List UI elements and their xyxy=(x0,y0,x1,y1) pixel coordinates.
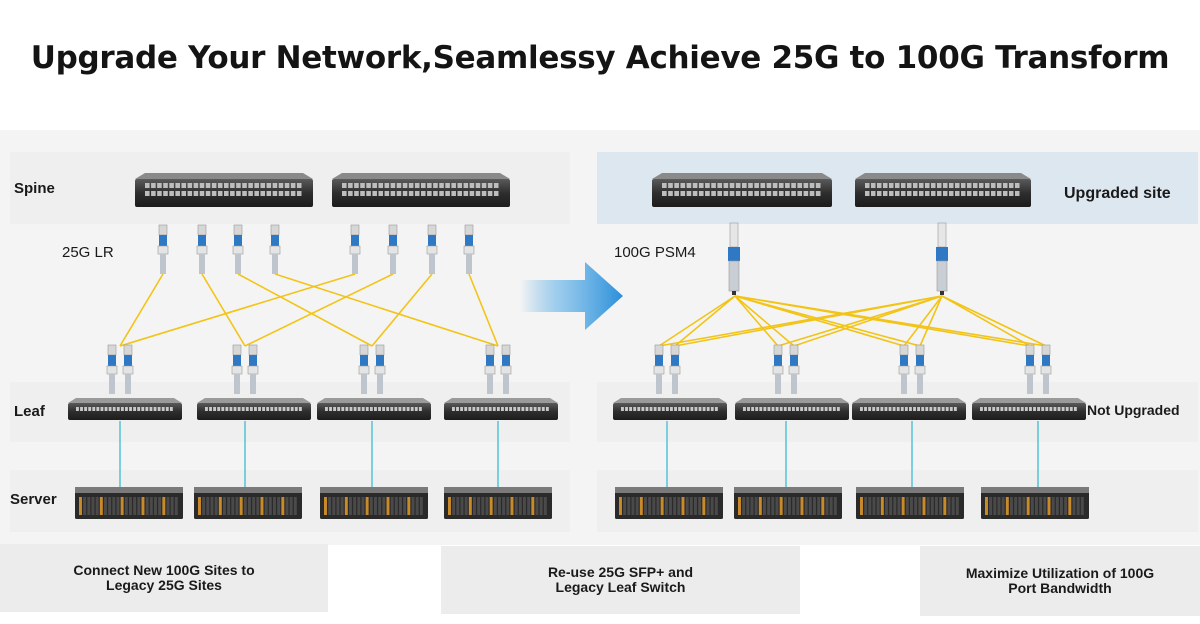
fiber-link xyxy=(201,273,246,347)
upgraded-site-label: Upgraded site xyxy=(1064,185,1171,202)
tier-label-leaf: Leaf xyxy=(14,403,45,420)
sfp-module xyxy=(157,224,169,274)
sfp-module xyxy=(788,344,800,394)
sfp-module xyxy=(269,224,281,274)
sfp-module xyxy=(426,224,438,274)
fiber-link xyxy=(674,295,943,347)
fiber-link xyxy=(734,295,1047,347)
leaf-switch xyxy=(735,398,849,420)
sfp-module xyxy=(500,344,512,394)
fiber-link xyxy=(941,295,1047,347)
fiber-link xyxy=(734,295,795,347)
sfp-module xyxy=(484,344,496,394)
fiber-link xyxy=(371,273,433,347)
fiber-link xyxy=(734,295,921,347)
fiber-link xyxy=(777,295,943,347)
server-chassis xyxy=(615,487,723,519)
fiber-link xyxy=(468,273,499,347)
sfp-module xyxy=(772,344,784,394)
module-label-25g-lr: 25G LR xyxy=(62,244,114,261)
sfp-module xyxy=(196,224,208,274)
fiber-link xyxy=(941,295,1031,347)
caption-reuse-sfp: Re-use 25G SFP+ and Legacy Leaf Switch xyxy=(441,546,800,614)
left-fiber-links xyxy=(119,273,499,347)
sfp-module xyxy=(106,344,118,394)
devices xyxy=(68,173,1089,519)
copper-links xyxy=(119,421,1039,487)
spine-switch xyxy=(135,173,313,207)
fiber-link xyxy=(734,295,779,347)
spine-switch xyxy=(855,173,1031,207)
leaf-switch xyxy=(852,398,966,420)
sfp-module xyxy=(122,344,134,394)
server-chassis xyxy=(194,487,302,519)
leaf-switch xyxy=(613,398,727,420)
transform-arrow xyxy=(520,262,623,330)
fiber-link xyxy=(658,295,736,347)
page-title: Upgrade Your Network,Seamlessy Achieve 2… xyxy=(30,40,1170,76)
fiber-link xyxy=(919,295,943,347)
module-label-100g-psm4: 100G PSM4 xyxy=(614,244,696,261)
fiber-link xyxy=(119,273,356,347)
server-chassis xyxy=(734,487,842,519)
sfp-module xyxy=(374,344,386,394)
tier-label-spine: Spine xyxy=(14,180,55,197)
sfp-module xyxy=(669,344,681,394)
server-chassis xyxy=(856,487,964,519)
sfp-module xyxy=(387,224,399,274)
fiber-link xyxy=(274,273,499,347)
server-chassis xyxy=(320,487,428,519)
leaf-switch xyxy=(972,398,1086,420)
tier-label-server: Server xyxy=(10,491,57,508)
leaf-switch xyxy=(197,398,311,420)
right-fiber-links xyxy=(658,295,1047,347)
sfp-module xyxy=(231,344,243,394)
fiber-link xyxy=(903,295,943,347)
sfp-module xyxy=(1024,344,1036,394)
spine-switch xyxy=(332,173,510,207)
fiber-link xyxy=(793,295,943,347)
sfp-module xyxy=(1040,344,1052,394)
fiber-link xyxy=(119,273,164,347)
spine-switch xyxy=(652,173,832,207)
leaf-switch xyxy=(444,398,558,420)
leaf-switch xyxy=(317,398,431,420)
qsfp-psm4-module xyxy=(728,222,740,295)
sfp-module xyxy=(247,344,259,394)
caption-connect-sites: Connect New 100G Sites to Legacy 25G Sit… xyxy=(0,544,328,612)
fiber-link xyxy=(244,273,394,347)
sfp-module xyxy=(358,344,370,394)
sfp-module xyxy=(232,224,244,274)
sfp-module xyxy=(914,344,926,394)
leaf-switch xyxy=(68,398,182,420)
caption-maximize-bandwidth: Maximize Utilization of 100G Port Bandwi… xyxy=(920,546,1200,616)
sfp-module xyxy=(463,224,475,274)
sfp-module xyxy=(898,344,910,394)
not-upgraded-label: Not Upgraded xyxy=(1087,402,1180,418)
server-chassis xyxy=(75,487,183,519)
fiber-link xyxy=(237,273,373,347)
server-chassis xyxy=(444,487,552,519)
sfp-module xyxy=(349,224,361,274)
qsfp-psm4-module xyxy=(936,222,948,295)
sfp-module xyxy=(653,344,665,394)
server-chassis xyxy=(981,487,1089,519)
fiber-link xyxy=(674,295,736,347)
